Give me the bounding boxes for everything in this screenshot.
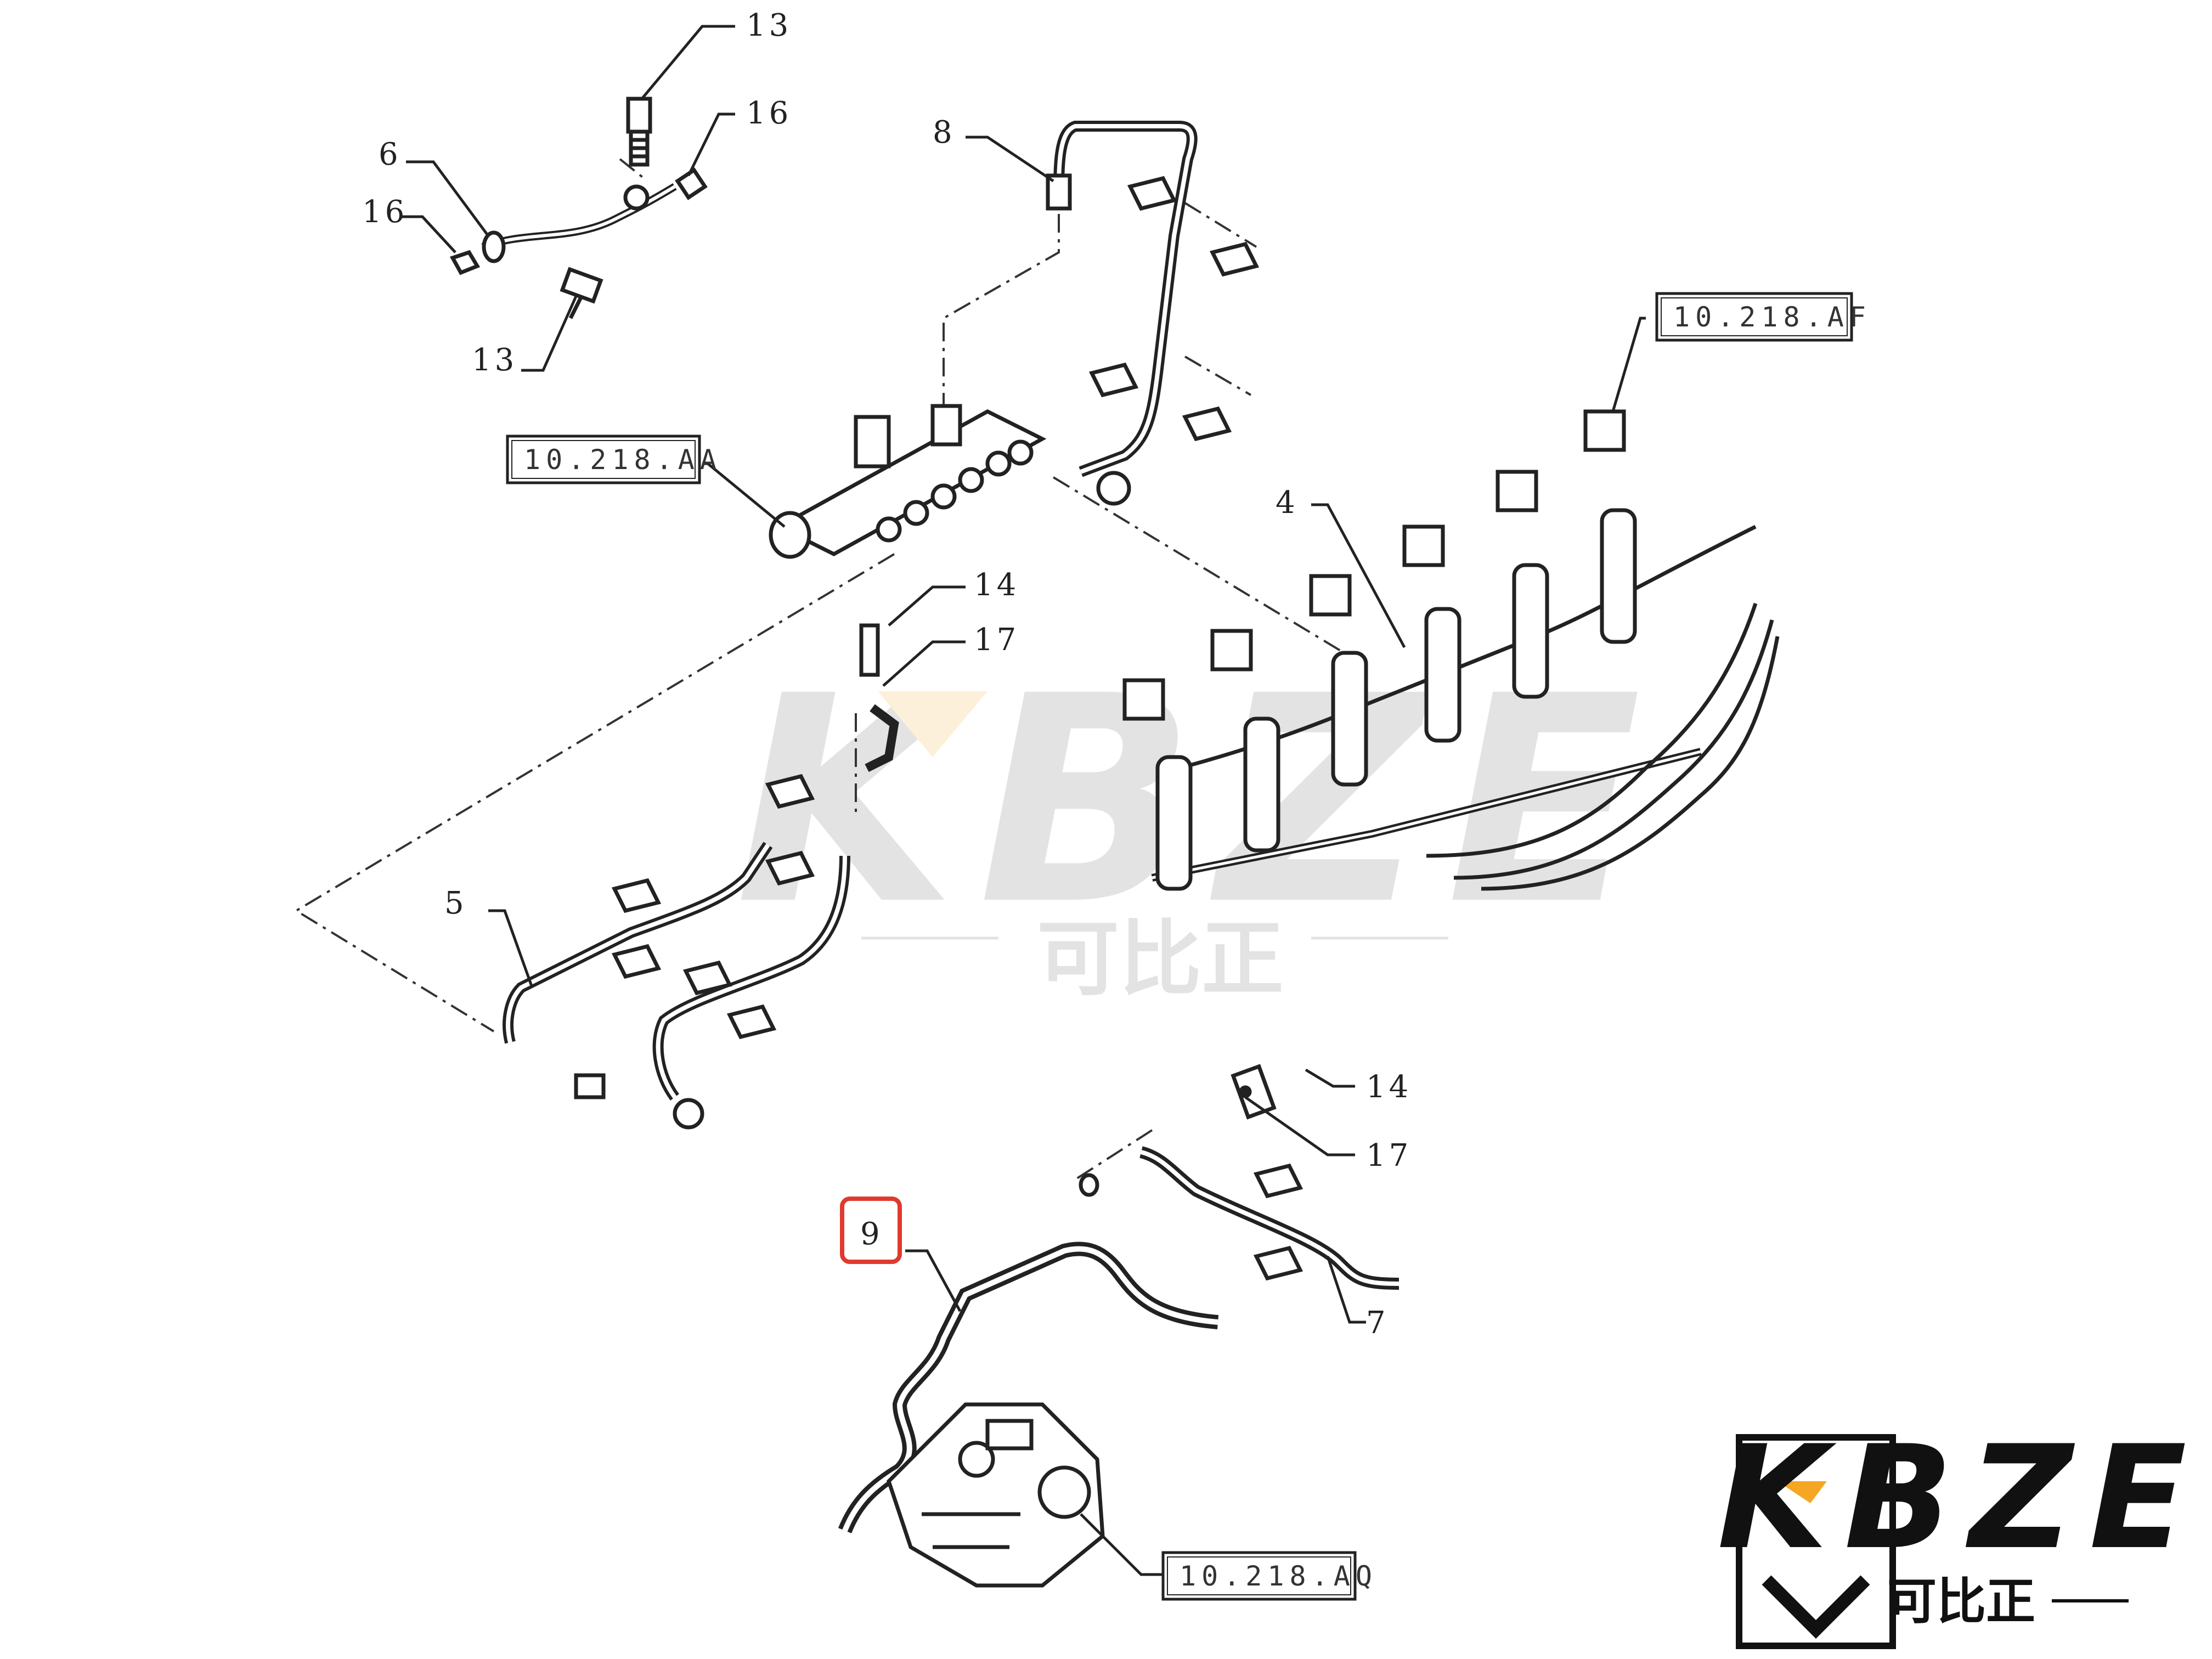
- callout-7: 7: [1366, 1305, 1389, 1341]
- small-line-assembly: [449, 97, 708, 319]
- callout-9: 9: [860, 1216, 883, 1252]
- injectors-assembly: [1122, 409, 1780, 891]
- watermark-accent: [878, 691, 988, 757]
- common-rail: [769, 404, 1047, 559]
- callout-9-highlight: 9: [840, 1197, 902, 1264]
- callout-5: 5: [444, 885, 467, 921]
- tube-7: [1079, 1064, 1400, 1290]
- callout-17-mid: 17: [974, 622, 1019, 658]
- ref-injectors: 10.218.AF: [1673, 301, 1871, 333]
- callout-16-left: 16: [362, 194, 408, 230]
- brand-logo: KBZE 可比正: [1717, 1415, 2203, 1649]
- brand-logo-text: KBZE: [1717, 1415, 2203, 1581]
- ref-pump: 10.218.AQ: [1180, 1560, 1378, 1592]
- tube-8: [1046, 121, 1260, 506]
- callout-4: 4: [1276, 485, 1299, 521]
- assembly-lines: [294, 158, 1345, 1181]
- callout-6: 6: [379, 137, 402, 172]
- tube-5: [503, 623, 899, 1130]
- callout-13-bottom: 13: [472, 342, 517, 378]
- reference-boxes: 10.218.AA 10.218.AF 10.218.AQ: [506, 292, 1871, 1601]
- injection-pump: [886, 1402, 1105, 1588]
- callout-13-top: 13: [746, 8, 792, 43]
- callout-17-low: 17: [1366, 1138, 1412, 1173]
- ref-rail: 10.218.AA: [524, 444, 722, 476]
- callout-8: 8: [933, 115, 956, 150]
- callout-14-mid: 14: [974, 567, 1019, 603]
- leader-lines: [400, 25, 1646, 1576]
- callout-16-right: 16: [746, 95, 792, 131]
- watermark-chinese: 可比正: [1037, 912, 1284, 1007]
- brand-chinese-text: 可比正: [1887, 1573, 2035, 1630]
- callout-14-low: 14: [1366, 1069, 1412, 1105]
- callout-labels: 13 16 6 16 13 8 4 14 17 5 14 17 7: [362, 8, 1412, 1341]
